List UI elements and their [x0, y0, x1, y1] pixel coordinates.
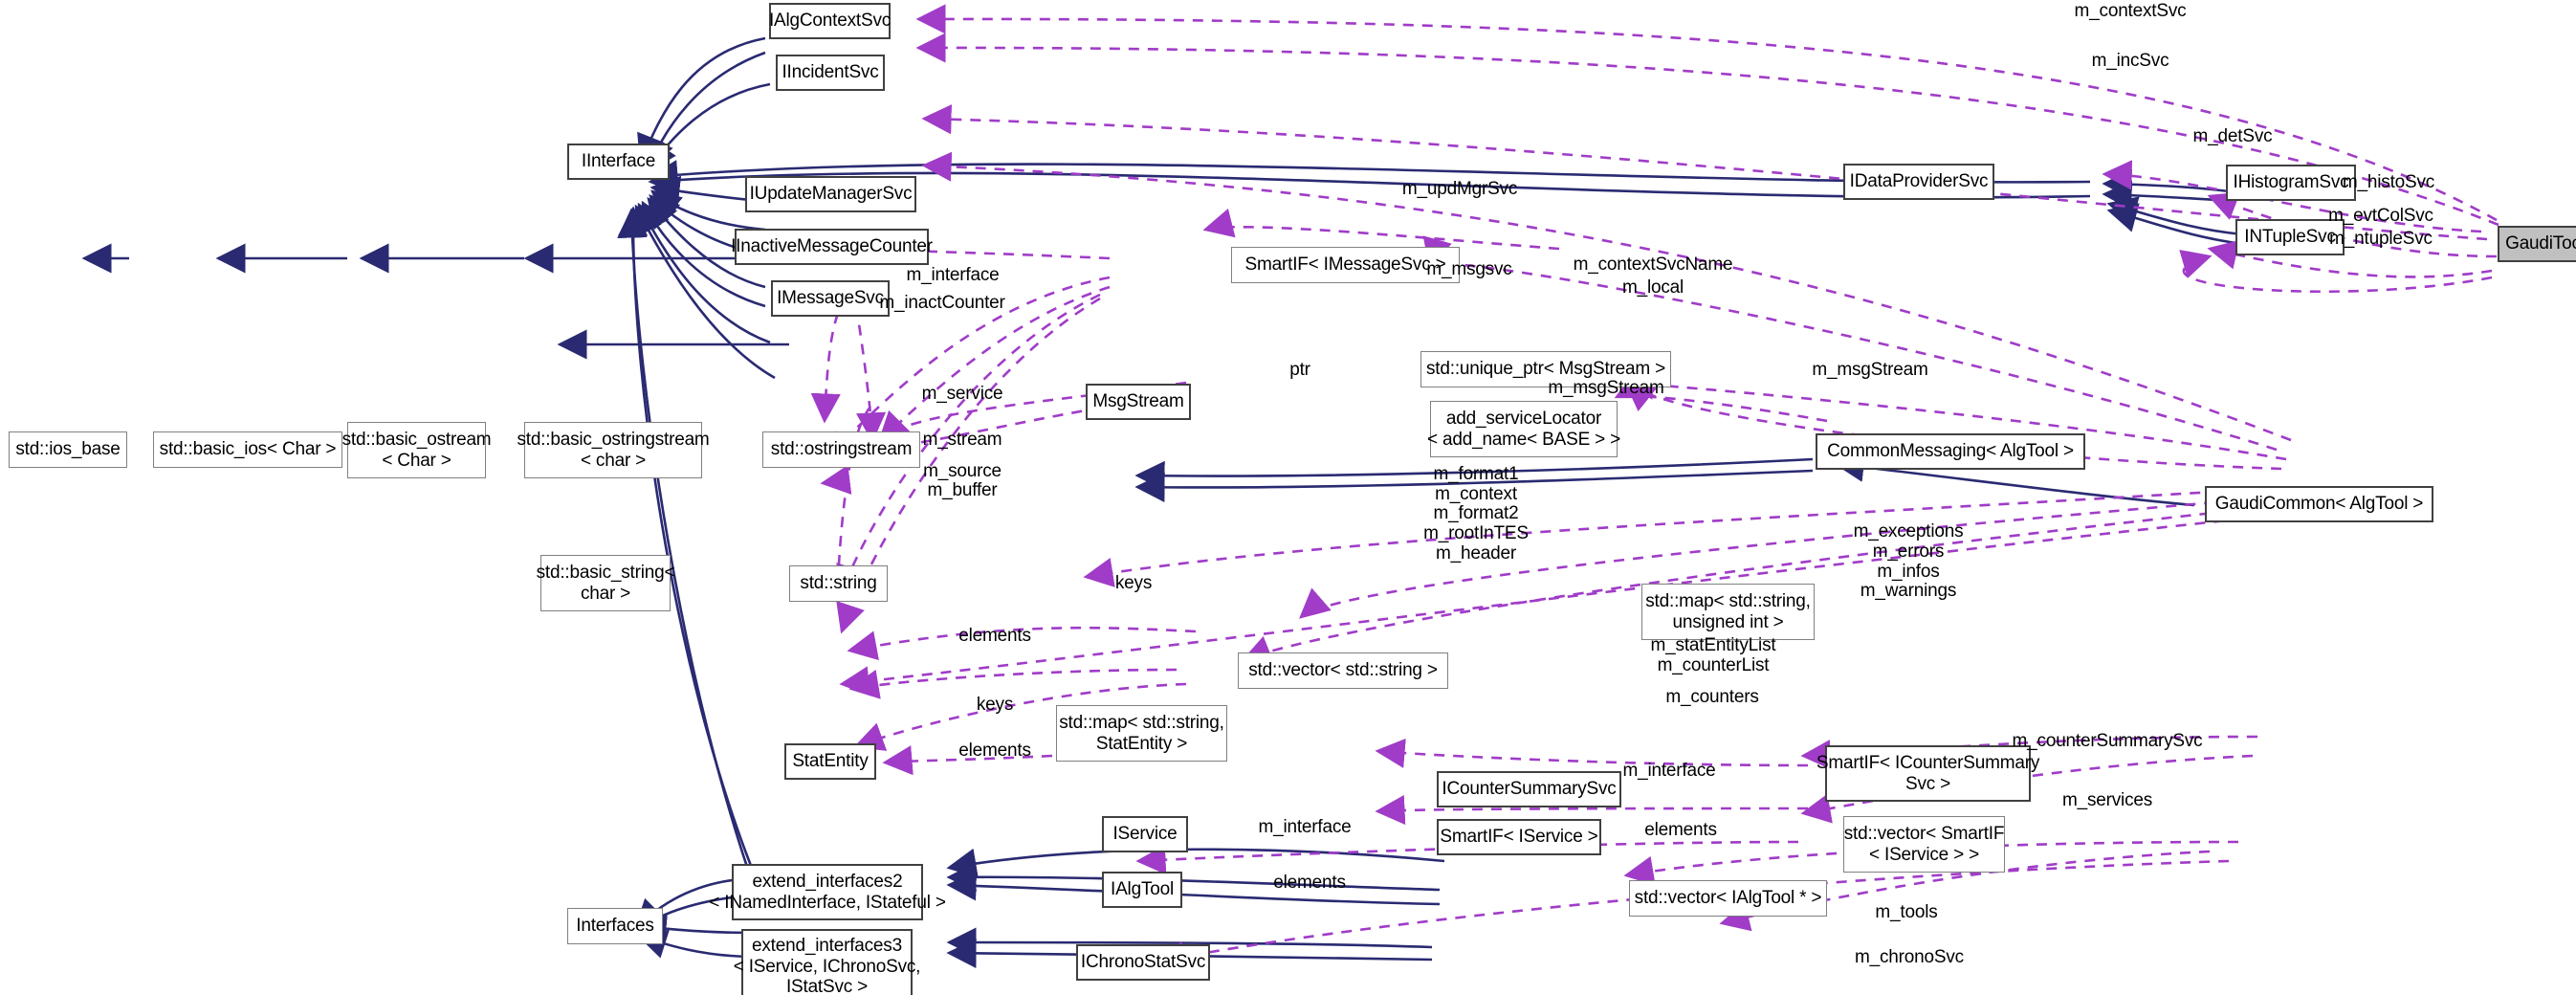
- edge-label-m_format1: m_format1: [1433, 464, 1519, 484]
- edge-label-m_buffer: m_buffer: [927, 480, 998, 500]
- edge-label-m_counters: m_counters: [1665, 687, 1759, 707]
- edge-label-m_updMgrSvc: m_updMgrSvc: [1401, 179, 1518, 199]
- edge-label-m_msgStream_1: m_msgStream: [1812, 360, 1928, 380]
- class-node-map_string_uint[interactable]: std::map< std::string, unsigned int >: [1641, 584, 1815, 640]
- edge-label-m_local: m_local: [1621, 277, 1684, 298]
- class-node-add_serviceLocator[interactable]: add_serviceLocator < add_name< BASE > >: [1427, 401, 1620, 457]
- class-node-SmartIF_IMessageSvc[interactable]: SmartIF< IMessageSvc >: [1231, 247, 1460, 283]
- class-node-IInactiveMessageCounter[interactable]: IInactiveMessageCounter: [731, 229, 933, 265]
- edge-label-m_stream: m_stream: [922, 430, 1002, 450]
- class-node-basic_ios[interactable]: std::basic_ios< Char >: [153, 431, 342, 468]
- edge-label-m_msgsvc: m_msgsvc: [1426, 259, 1512, 279]
- class-node-std_string[interactable]: std::string: [789, 565, 888, 602]
- edge-label-elements_4: elements: [1273, 873, 1346, 893]
- class-node-IHistogramSvc[interactable]: IHistogramSvc: [2226, 165, 2356, 201]
- edge-label-elements_1: elements: [958, 626, 1031, 646]
- edge-label-m_histoSvc: m_histoSvc: [2342, 172, 2435, 192]
- edge-label-m_errors: m_errors: [1872, 542, 1945, 562]
- class-node-basic_string[interactable]: std::basic_string< char >: [537, 555, 675, 611]
- edge-label-m_format2: m_format2: [1433, 503, 1519, 523]
- class-node-basic_ostream[interactable]: std::basic_ostream < Char >: [342, 422, 492, 478]
- edge-label-m_chronoSvc: m_chronoSvc: [1855, 947, 1964, 967]
- class-node-IChronoStatSvc[interactable]: IChronoStatSvc: [1076, 944, 1210, 981]
- class-node-ios_base[interactable]: std::ios_base: [9, 431, 127, 468]
- edge-label-m_exceptions: m_exceptions: [1853, 521, 1964, 542]
- edge-label-keys_1: keys: [1114, 573, 1153, 593]
- edge-label-m_services: m_services: [2061, 790, 2153, 810]
- edge-label-keys_2: keys: [976, 695, 1014, 715]
- edge-label-m_interface_2: m_interface: [1622, 761, 1716, 781]
- edge-label-m_ntupleSvc: m_ntupleSvc: [2329, 229, 2433, 249]
- class-node-basic_ostringstream[interactable]: std::basic_ostringstream < char >: [517, 422, 710, 478]
- edge-label-m_warnings: m_warnings: [1860, 581, 1957, 601]
- class-node-MsgStream[interactable]: MsgStream: [1086, 384, 1191, 420]
- edge-label-elements_3: elements: [1644, 820, 1717, 840]
- class-node-vector_IAlgTool_ptr[interactable]: std::vector< IAlgTool * >: [1629, 880, 1827, 917]
- edge-label-m_counterSummarySvc: m_counterSummarySvc: [2012, 731, 2203, 751]
- class-node-IAlgContextSvc[interactable]: IAlgContextSvc: [769, 3, 891, 39]
- edge-label-m_context: m_context: [1435, 484, 1517, 504]
- class-node-IIncidentSvc[interactable]: IIncidentSvc: [776, 55, 885, 91]
- class-node-ostringstream[interactable]: std::ostringstream: [762, 431, 920, 468]
- edge-label-m_tools: m_tools: [1875, 902, 1938, 922]
- edge-label-m_msgStream_2: m_msgStream: [1548, 378, 1664, 398]
- class-node-ICounterSummarySvc[interactable]: ICounterSummarySvc: [1437, 771, 1621, 807]
- class-node-IService[interactable]: IService: [1102, 816, 1188, 852]
- class-node-IInterface[interactable]: IInterface: [567, 144, 670, 180]
- edge-label-m_detSvc: m_detSvc: [2192, 126, 2273, 146]
- edge-label-m_service: m_service: [921, 384, 1003, 404]
- class-node-vector_SmartIF_IService[interactable]: std::vector< SmartIF < IService > >: [1843, 816, 2005, 873]
- class-node-GaudiTool[interactable]: GaudiTool: [2498, 226, 2576, 262]
- edge-label-m_infos: m_infos: [1877, 562, 1940, 582]
- edge-label-ptr: ptr: [1289, 360, 1310, 380]
- class-node-unique_ptr_MsgStream[interactable]: std::unique_ptr< MsgStream >: [1420, 351, 1671, 387]
- edge-label-m_evtColSvc: m_evtColSvc: [2328, 206, 2433, 226]
- edge-label-m_incSvc: m_incSvc: [2091, 51, 2169, 71]
- edge-label-m_header: m_header: [1436, 543, 1516, 564]
- class-node-map_string_statentity[interactable]: std::map< std::string, StatEntity >: [1056, 705, 1227, 762]
- edge-label-m_interface_1: m_interface: [906, 265, 1000, 285]
- class-node-Interfaces[interactable]: Interfaces: [567, 908, 663, 944]
- edge-label-m_counterList: m_counterList: [1657, 655, 1770, 675]
- class-node-IMessageSvc[interactable]: IMessageSvc: [771, 280, 890, 317]
- edge-label-m_contextSvc: m_contextSvc: [2074, 1, 2187, 21]
- class-node-extend_interfaces2[interactable]: extend_interfaces2 < INamedInterface, IS…: [709, 864, 946, 920]
- class-node-INTupleSvc[interactable]: INTupleSvc: [2235, 219, 2345, 255]
- edge-label-m_statEntityList: m_statEntityList: [1650, 635, 1776, 655]
- class-node-CommonMessaging[interactable]: CommonMessaging< AlgTool >: [1816, 433, 2085, 470]
- class-node-IUpdateManagerSvc[interactable]: IUpdateManagerSvc: [745, 176, 916, 212]
- edge-label-m_interface_3: m_interface: [1258, 817, 1352, 837]
- edge-label-m_contextSvcName: m_contextSvcName: [1573, 254, 1733, 275]
- class-node-GaudiCommon[interactable]: GaudiCommon< AlgTool >: [2205, 486, 2433, 522]
- edge-label-m_source: m_source: [923, 461, 1002, 481]
- class-node-extend_interfaces3[interactable]: extend_interfaces3 < IService, IChronoSv…: [734, 929, 920, 995]
- class-node-IAlgTool[interactable]: IAlgTool: [1102, 872, 1182, 908]
- edge-label-m_rootInTES: m_rootInTES: [1423, 523, 1529, 543]
- class-node-IDataProviderSvc[interactable]: IDataProviderSvc: [1843, 164, 1994, 200]
- class-node-SmartIF_IService[interactable]: SmartIF< IService >: [1437, 819, 1601, 855]
- class-node-SmartIF_ICounterSummarySvc[interactable]: SmartIF< ICounterSummary Svc >: [1816, 745, 2039, 802]
- edge-label-m_inactCounter: m_inactCounter: [879, 293, 1005, 313]
- class-node-StatEntity[interactable]: StatEntity: [784, 743, 876, 780]
- edge-label-elements_2: elements: [958, 741, 1031, 761]
- class-node-vector_string[interactable]: std::vector< std::string >: [1238, 652, 1448, 689]
